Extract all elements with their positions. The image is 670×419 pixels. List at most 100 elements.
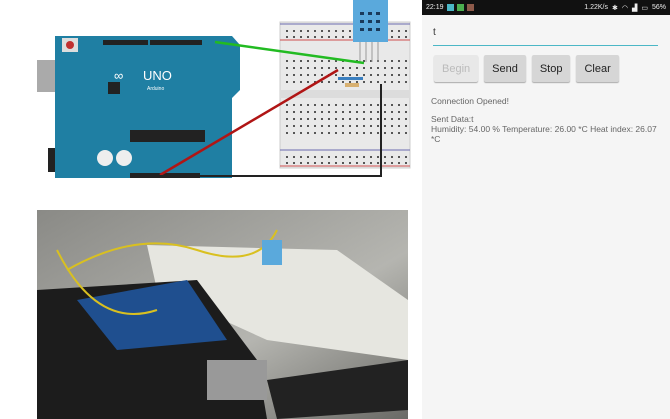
breadboard-hole: [335, 118, 337, 120]
breadboard-hole: [342, 36, 344, 38]
breadboard-hole: [293, 81, 295, 83]
begin-button[interactable]: Begin: [434, 55, 479, 82]
breadboard-hole: [349, 81, 351, 83]
breadboard-hole: [307, 111, 309, 113]
breadboard-hole: [314, 111, 316, 113]
breadboard-hole: [384, 125, 386, 127]
breadboard-hole: [335, 156, 337, 158]
breadboard-hole: [405, 162, 407, 164]
breadboard-hole: [335, 67, 337, 69]
breadboard-hole: [363, 162, 365, 164]
breadboard-hole: [286, 104, 288, 106]
breadboard-hole: [356, 156, 358, 158]
breadboard-hole: [307, 118, 309, 120]
hardware-photo: [37, 210, 408, 419]
breadboard-hole: [286, 156, 288, 158]
breadboard-hole: [307, 74, 309, 76]
breadboard-hole: [391, 60, 393, 62]
battery-icon: ▭: [641, 4, 648, 12]
breadboard-hole: [398, 111, 400, 113]
breadboard-hole: [384, 74, 386, 76]
breadboard-hole: [405, 60, 407, 62]
breadboard-hole: [398, 125, 400, 127]
breadboard-hole: [328, 118, 330, 120]
breadboard-hole: [370, 81, 372, 83]
breadboard-hole: [321, 81, 323, 83]
breadboard-hole: [363, 74, 365, 76]
connection-status: Connection Opened!: [431, 96, 509, 106]
breadboard-hole: [363, 67, 365, 69]
breadboard-hole: [370, 125, 372, 127]
breadboard-hole: [307, 132, 309, 134]
breadboard-hole: [293, 132, 295, 134]
breadboard-hole: [391, 125, 393, 127]
breadboard-hole: [356, 125, 358, 127]
breadboard-hole: [293, 60, 295, 62]
breadboard-hole: [398, 162, 400, 164]
breadboard-hole: [335, 104, 337, 106]
breadboard-hole: [363, 125, 365, 127]
breadboard-hole: [286, 74, 288, 76]
bluetooth-icon: ✱: [611, 4, 618, 12]
breadboard-hole: [405, 125, 407, 127]
breadboard-hole: [363, 104, 365, 106]
breadboard-hole: [314, 36, 316, 38]
android-app-screen: 22:19 1.22K/s ✱ ◠ ▟ ▭ 56% t Begin Send S…: [422, 0, 670, 419]
breadboard-hole: [356, 162, 358, 164]
breadboard-hole: [370, 74, 372, 76]
breadboard-hole: [286, 36, 288, 38]
breadboard-hole: [335, 60, 337, 62]
clear-button[interactable]: Clear: [576, 55, 619, 82]
dht-sensor: [338, 0, 388, 87]
data-input[interactable]: t: [433, 27, 658, 46]
breadboard-hole: [384, 132, 386, 134]
breadboard-hole: [314, 81, 316, 83]
stop-button[interactable]: Stop: [531, 55, 571, 82]
breadboard-hole: [328, 30, 330, 32]
breadboard-hole: [405, 111, 407, 113]
breadboard-hole: [314, 125, 316, 127]
breadboard-hole: [349, 30, 351, 32]
breadboard-hole: [342, 30, 344, 32]
breadboard-hole: [384, 162, 386, 164]
breadboard-hole: [377, 162, 379, 164]
breadboard-hole: [314, 162, 316, 164]
status-bar: 22:19 1.22K/s ✱ ◠ ▟ ▭ 56%: [422, 0, 670, 15]
wire-data: [214, 40, 365, 65]
breadboard-hole: [307, 81, 309, 83]
wiring-diagram: UNO Arduino ∞: [37, 0, 411, 178]
breadboard-hole: [293, 162, 295, 164]
breadboard-hole: [335, 125, 337, 127]
sensor-reading: Humidity: 54.00 % Temperature: 26.00 *C …: [431, 124, 657, 144]
breadboard-hole: [342, 67, 344, 69]
breadboard-hole: [335, 30, 337, 32]
breadboard-hole: [314, 60, 316, 62]
breadboard-hole: [314, 132, 316, 134]
breadboard-hole: [342, 104, 344, 106]
breadboard-hole: [384, 104, 386, 106]
breadboard-hole: [342, 74, 344, 76]
breadboard-hole: [307, 30, 309, 32]
breadboard-hole: [300, 67, 302, 69]
breadboard-hole: [328, 156, 330, 158]
breadboard-hole: [293, 104, 295, 106]
breadboard-hole: [300, 104, 302, 106]
breadboard-hole: [391, 132, 393, 134]
send-button[interactable]: Send: [484, 55, 526, 82]
breadboard-hole: [349, 132, 351, 134]
breadboard-hole: [286, 67, 288, 69]
breadboard-hole: [321, 125, 323, 127]
breadboard-hole: [300, 36, 302, 38]
breadboard-hole: [405, 156, 407, 158]
breadboard-hole: [307, 125, 309, 127]
breadboard-hole: [391, 162, 393, 164]
breadboard-hole: [363, 60, 365, 62]
breadboard-hole: [293, 67, 295, 69]
breadboard-hole: [356, 104, 358, 106]
breadboard-hole: [405, 74, 407, 76]
breadboard-hole: [286, 162, 288, 164]
breadboard-hole: [321, 111, 323, 113]
breadboard-hole: [349, 36, 351, 38]
breadboard-hole: [377, 125, 379, 127]
breadboard-hole: [342, 125, 344, 127]
